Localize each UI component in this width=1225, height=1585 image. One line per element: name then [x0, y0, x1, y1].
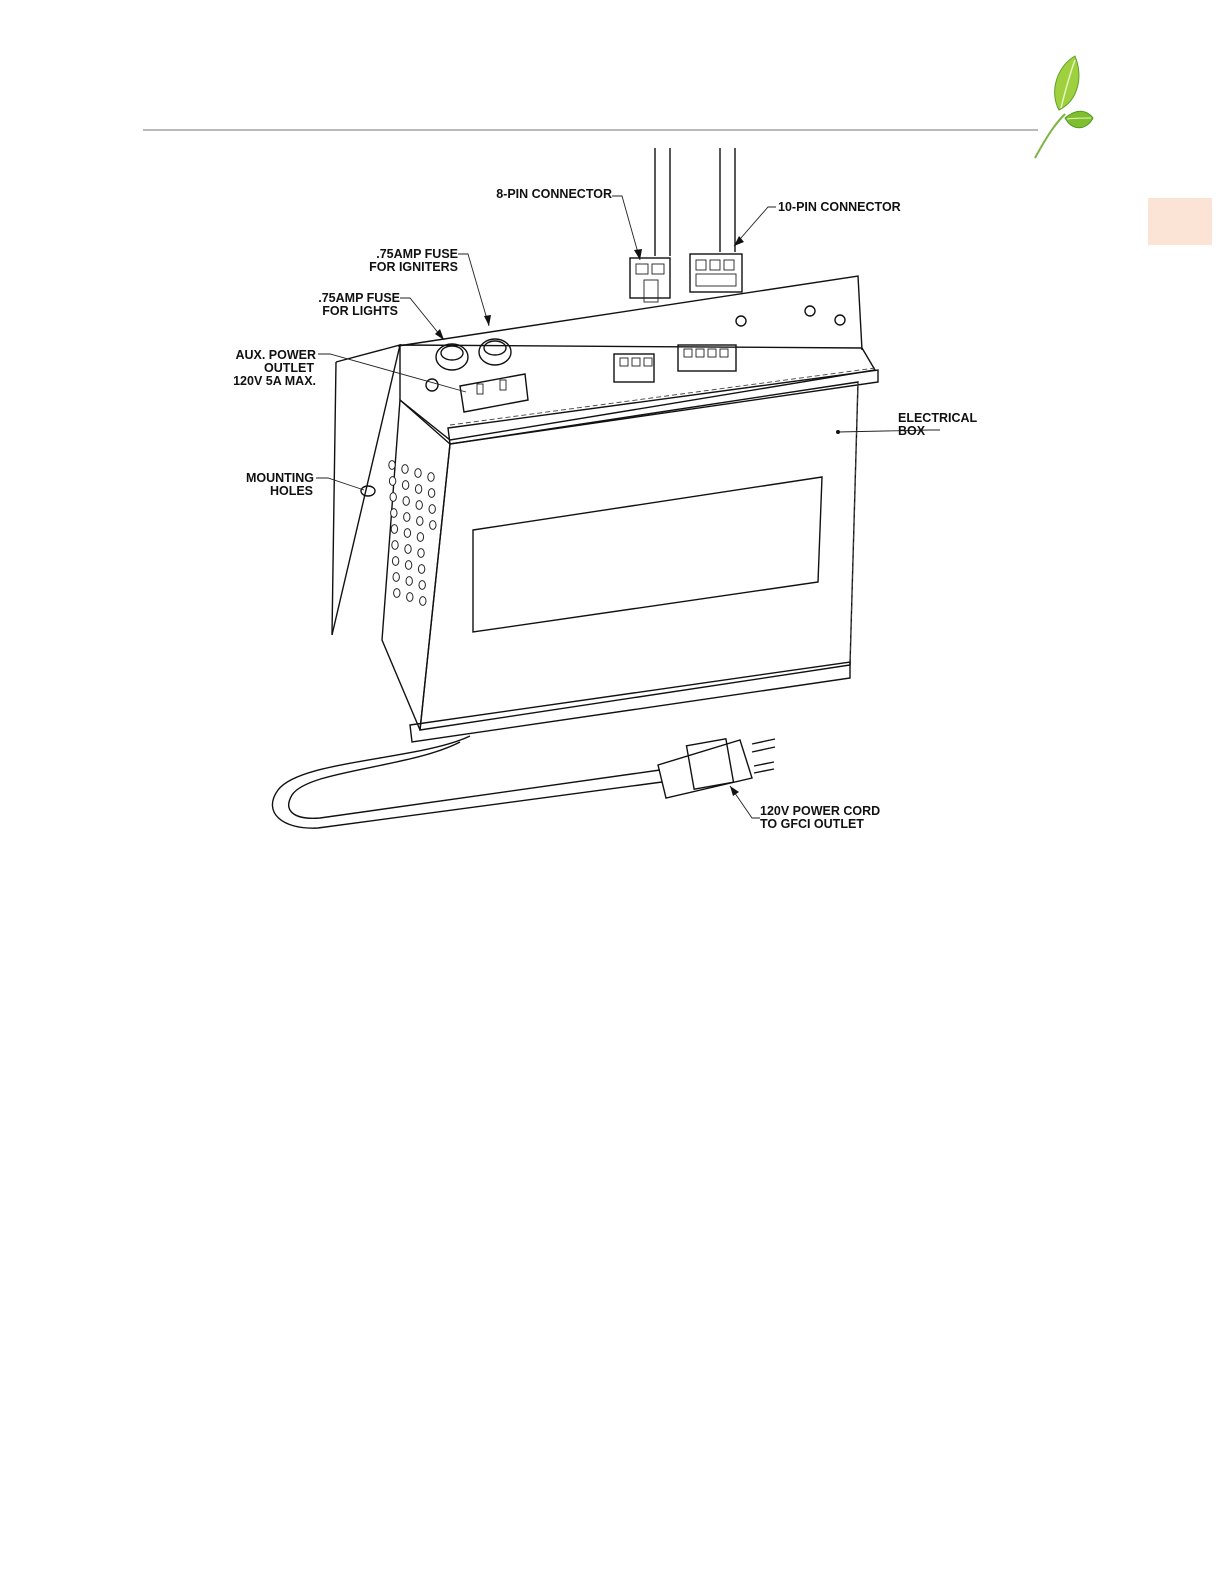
fuse-holders — [436, 339, 511, 370]
vent-hole — [404, 513, 410, 522]
vent-hole — [415, 469, 421, 478]
cables — [655, 148, 735, 256]
label-mounting-2: HOLES — [270, 484, 313, 498]
mounting-hole — [361, 486, 375, 496]
vent-hole — [417, 533, 423, 542]
vent-hole — [428, 473, 434, 482]
vent-hole — [428, 489, 434, 498]
vent-holes — [389, 461, 436, 606]
box-side-face — [382, 400, 450, 730]
vent-hole — [407, 593, 413, 602]
callout-labels: 8-PIN CONNECTOR 10-PIN CONNECTOR .75AMP … — [233, 187, 977, 831]
power-cord — [272, 736, 775, 828]
connector-8pin — [630, 258, 670, 302]
label-electrical-box-2: BOX — [898, 424, 926, 438]
electrical-box-diagram: 8-PIN CONNECTOR 10-PIN CONNECTOR .75AMP … — [0, 0, 1225, 900]
vent-hole — [393, 573, 399, 582]
label-10pin-connector: 10-PIN CONNECTOR — [778, 200, 901, 214]
socket-connectors — [614, 345, 736, 382]
vent-hole — [405, 545, 411, 554]
window-panel — [473, 477, 822, 632]
aux-outlet — [426, 374, 528, 412]
vent-hole — [405, 561, 411, 570]
vent-hole — [416, 501, 422, 510]
vent-hole — [406, 577, 412, 586]
vent-hole — [429, 505, 435, 514]
label-mounting-1: MOUNTING — [246, 471, 314, 485]
label-fuse-lights-1: .75AMP FUSE — [318, 291, 400, 305]
vent-hole — [402, 465, 408, 474]
vent-hole — [418, 549, 424, 558]
label-aux-3: 120V 5A MAX. — [233, 374, 316, 388]
vent-hole — [392, 557, 398, 566]
label-power-cord-1: 120V POWER CORD — [760, 804, 880, 818]
vent-hole — [402, 481, 408, 490]
vent-hole — [404, 529, 410, 538]
vent-hole — [419, 581, 425, 590]
label-fuse-igniters-1: .75AMP FUSE — [376, 247, 458, 261]
vent-hole — [415, 485, 421, 494]
label-power-cord-2: TO GFCI OUTLET — [760, 817, 864, 831]
label-aux-1: AUX. POWER — [235, 348, 316, 362]
label-fuse-lights-2: FOR LIGHTS — [322, 304, 398, 318]
label-aux-2: OUTLET — [264, 361, 314, 375]
vent-hole — [390, 493, 396, 502]
label-8pin-connector: 8-PIN CONNECTOR — [496, 187, 612, 201]
vent-hole — [430, 521, 436, 530]
connector-10pin — [690, 254, 742, 292]
vent-hole — [417, 517, 423, 526]
vent-hole — [403, 497, 409, 506]
label-electrical-box-1: ELECTRICAL — [898, 411, 978, 425]
vent-hole — [391, 525, 397, 534]
vent-hole — [420, 597, 426, 606]
vent-hole — [391, 509, 397, 518]
vent-hole — [418, 565, 424, 574]
vent-hole — [389, 461, 395, 470]
vent-hole — [392, 541, 398, 550]
vent-hole — [389, 477, 395, 486]
label-fuse-igniters-2: FOR IGNITERS — [369, 260, 458, 274]
vent-hole — [394, 589, 400, 598]
